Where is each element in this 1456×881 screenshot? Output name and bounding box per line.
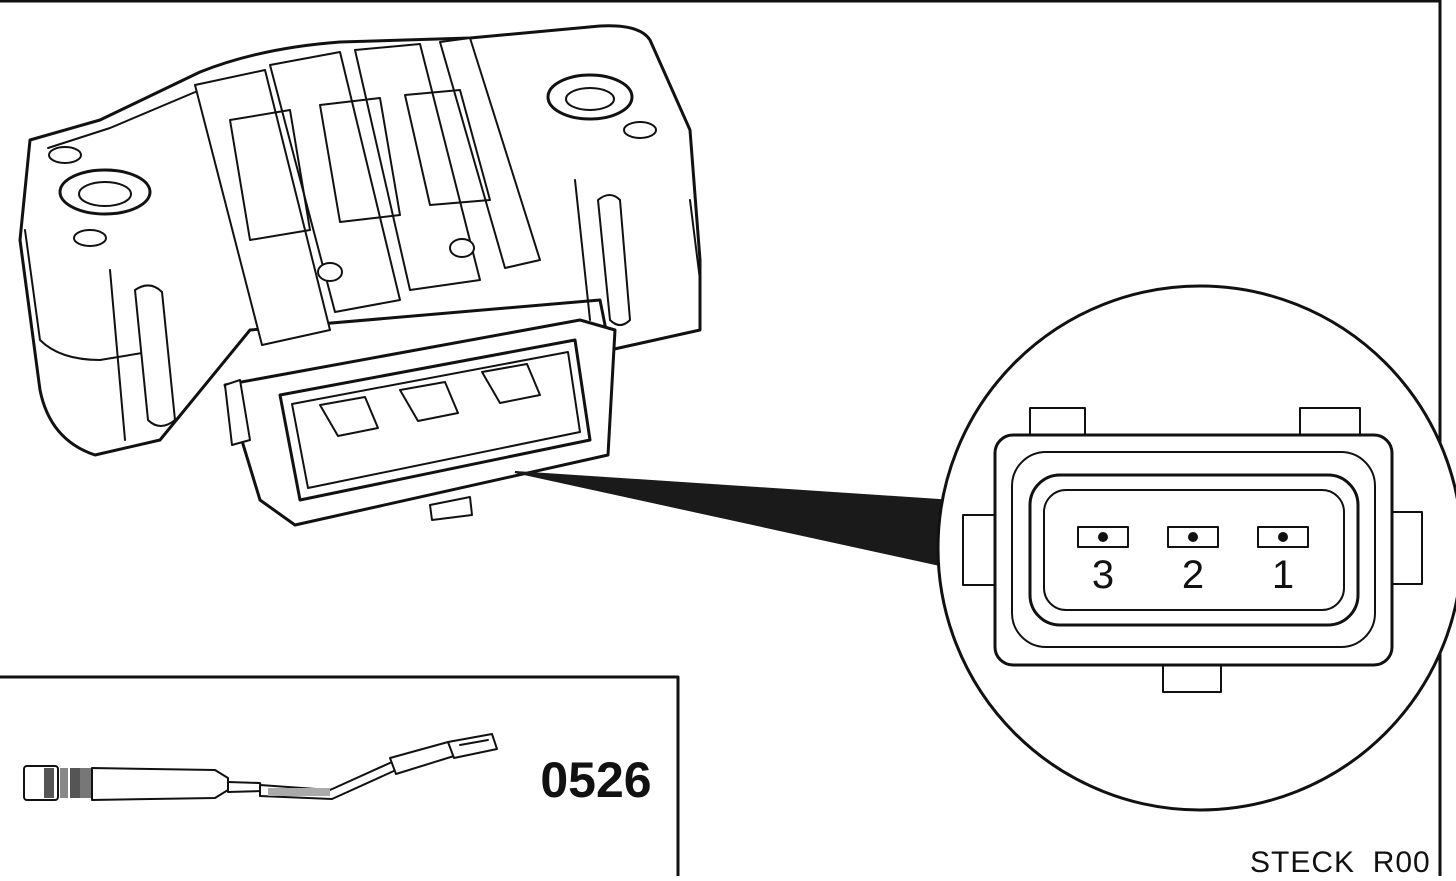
connector-cavity <box>1043 489 1345 611</box>
connector-side-tab-left <box>962 514 998 586</box>
pin-label-1: 1 <box>1272 553 1294 597</box>
pin-label-3: 3 <box>1092 553 1114 597</box>
connector-detail: 3 2 1 <box>936 284 1456 812</box>
connector-side-tab-right <box>1389 511 1423 585</box>
tool-box-border <box>0 675 680 878</box>
pin-label-2: 2 <box>1182 553 1204 597</box>
sensor-terminal-1 <box>481 363 541 404</box>
sensor-terminal-3 <box>319 396 379 437</box>
sensor-terminal-2 <box>399 381 459 422</box>
connector-bottom-tab <box>1162 661 1222 693</box>
connector-pin-2: 2 <box>1167 526 1219 597</box>
test-lead-icon <box>23 733 498 801</box>
connector-pin-3: 3 <box>1077 526 1129 597</box>
tool-box: 0526 <box>0 675 680 878</box>
figure-code: STECK_R00 <box>1250 846 1431 876</box>
connector-pin-1: 1 <box>1257 526 1309 597</box>
tool-number: 0526 <box>540 752 651 808</box>
magnify-leader <box>514 471 941 567</box>
throttle-position-sensor <box>18 24 702 527</box>
